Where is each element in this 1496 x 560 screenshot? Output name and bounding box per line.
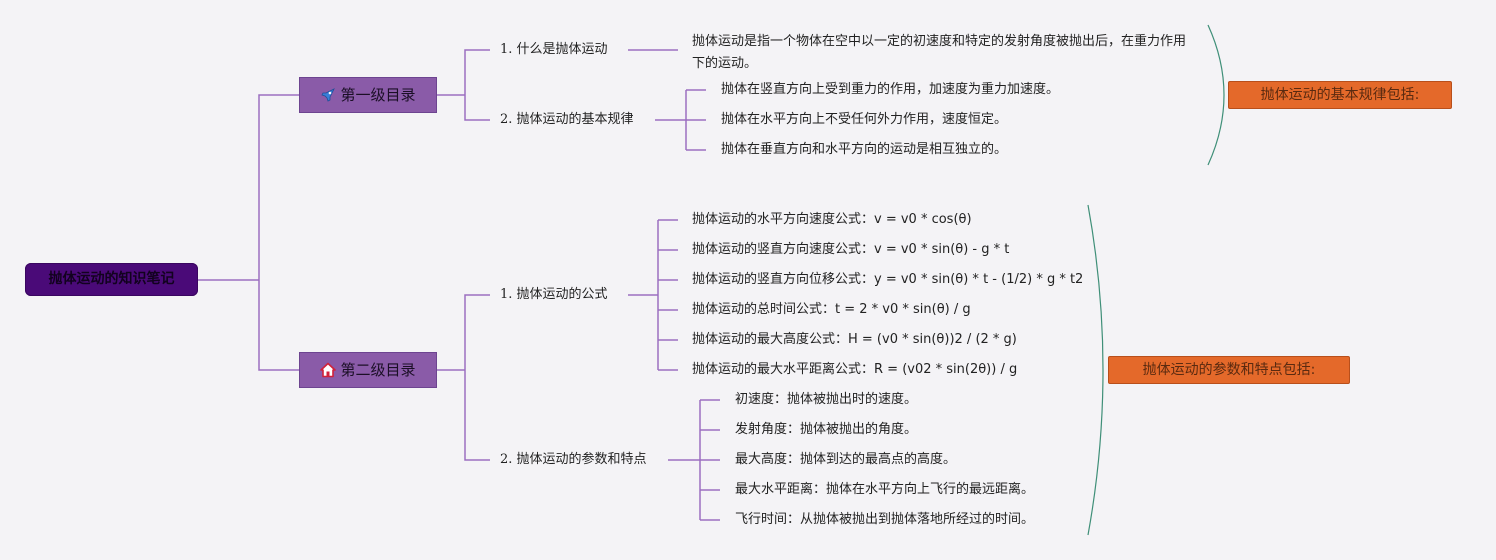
detail-formula-4[interactable]: 抛体运动的总时间公式：t = 2 * v0 * sin(θ) / g bbox=[692, 302, 971, 317]
connector-root bbox=[198, 94, 300, 371]
connector-topic2-2 bbox=[668, 399, 720, 521]
detail-param-2[interactable]: 发射角度：抛体被抛出的角度。 bbox=[735, 422, 918, 437]
detail-formula-5[interactable]: 抛体运动的最大高度公式：H = (v0 * sin(θ))2 / (2 * g) bbox=[692, 332, 1017, 347]
topic-what-is[interactable]: 1. 什么是抛体运动 bbox=[500, 42, 608, 57]
root-node[interactable]: 抛体运动的知识笔记 bbox=[25, 263, 198, 296]
summary-parameters[interactable]: 抛体运动的参数和特点包括: bbox=[1108, 356, 1350, 384]
topic-formulas[interactable]: 1. 抛体运动的公式 bbox=[500, 287, 608, 302]
summary-label-2: 抛体运动的参数和特点包括: bbox=[1142, 362, 1316, 378]
branch-node-2[interactable]: 第二级目录 bbox=[299, 352, 437, 388]
root-label: 抛体运动的知识笔记 bbox=[48, 271, 175, 287]
rocket-icon bbox=[320, 81, 336, 115]
summary-bracket-2 bbox=[1087, 204, 1104, 536]
summary-bracket-1 bbox=[1207, 24, 1225, 166]
branch-label-1: 第一级目录 bbox=[340, 86, 416, 104]
summary-label-1: 抛体运动的基本规律包括: bbox=[1260, 87, 1420, 103]
detail-param-4[interactable]: 最大水平距离：抛体在水平方向上飞行的最远距离。 bbox=[735, 482, 1035, 497]
detail-param-3[interactable]: 最大高度：抛体到达的最高点的高度。 bbox=[735, 452, 957, 467]
topic-parameters[interactable]: 2. 抛体运动的参数和特点 bbox=[500, 452, 647, 467]
connector-branch2 bbox=[436, 294, 490, 461]
detail-law-2[interactable]: 抛体在水平方向上不受任何外力作用，速度恒定。 bbox=[721, 112, 1008, 127]
home-icon bbox=[320, 356, 337, 390]
detail-law-1[interactable]: 抛体在竖直方向上受到重力的作用，加速度为重力加速度。 bbox=[721, 82, 1060, 97]
topic-basic-laws[interactable]: 2. 抛体运动的基本规律 bbox=[500, 112, 634, 127]
detail-formula-1[interactable]: 抛体运动的水平方向速度公式：v = v0 * cos(θ) bbox=[692, 212, 972, 227]
connector-topic1-2 bbox=[655, 89, 706, 151]
detail-definition[interactable]: 抛体运动是指一个物体在空中以一定的初速度和特定的发射角度被抛出后，在重力作用下的… bbox=[692, 34, 1187, 71]
summary-basic-laws[interactable]: 抛体运动的基本规律包括: bbox=[1228, 81, 1452, 109]
detail-param-5[interactable]: 飞行时间：从抛体被抛出到抛体落地所经过的时间。 bbox=[735, 512, 1035, 527]
branch-label-2: 第二级目录 bbox=[340, 361, 416, 379]
connector-topic2-1 bbox=[628, 219, 678, 371]
detail-formula-6[interactable]: 抛体运动的最大水平距离公式：R = (v02 * sin(2θ)) / g bbox=[692, 362, 1018, 377]
detail-param-1[interactable]: 初速度：抛体被抛出时的速度。 bbox=[735, 392, 918, 407]
detail-formula-2[interactable]: 抛体运动的竖直方向速度公式：v = v0 * sin(θ) - g * t bbox=[692, 242, 1010, 257]
detail-law-3[interactable]: 抛体在垂直方向和水平方向的运动是相互独立的。 bbox=[721, 142, 1008, 157]
connector-branch1 bbox=[436, 49, 490, 121]
branch-node-1[interactable]: 第一级目录 bbox=[299, 77, 437, 113]
detail-formula-3[interactable]: 抛体运动的竖直方向位移公式：y = v0 * sin(θ) * t - (1/2… bbox=[692, 272, 1084, 287]
